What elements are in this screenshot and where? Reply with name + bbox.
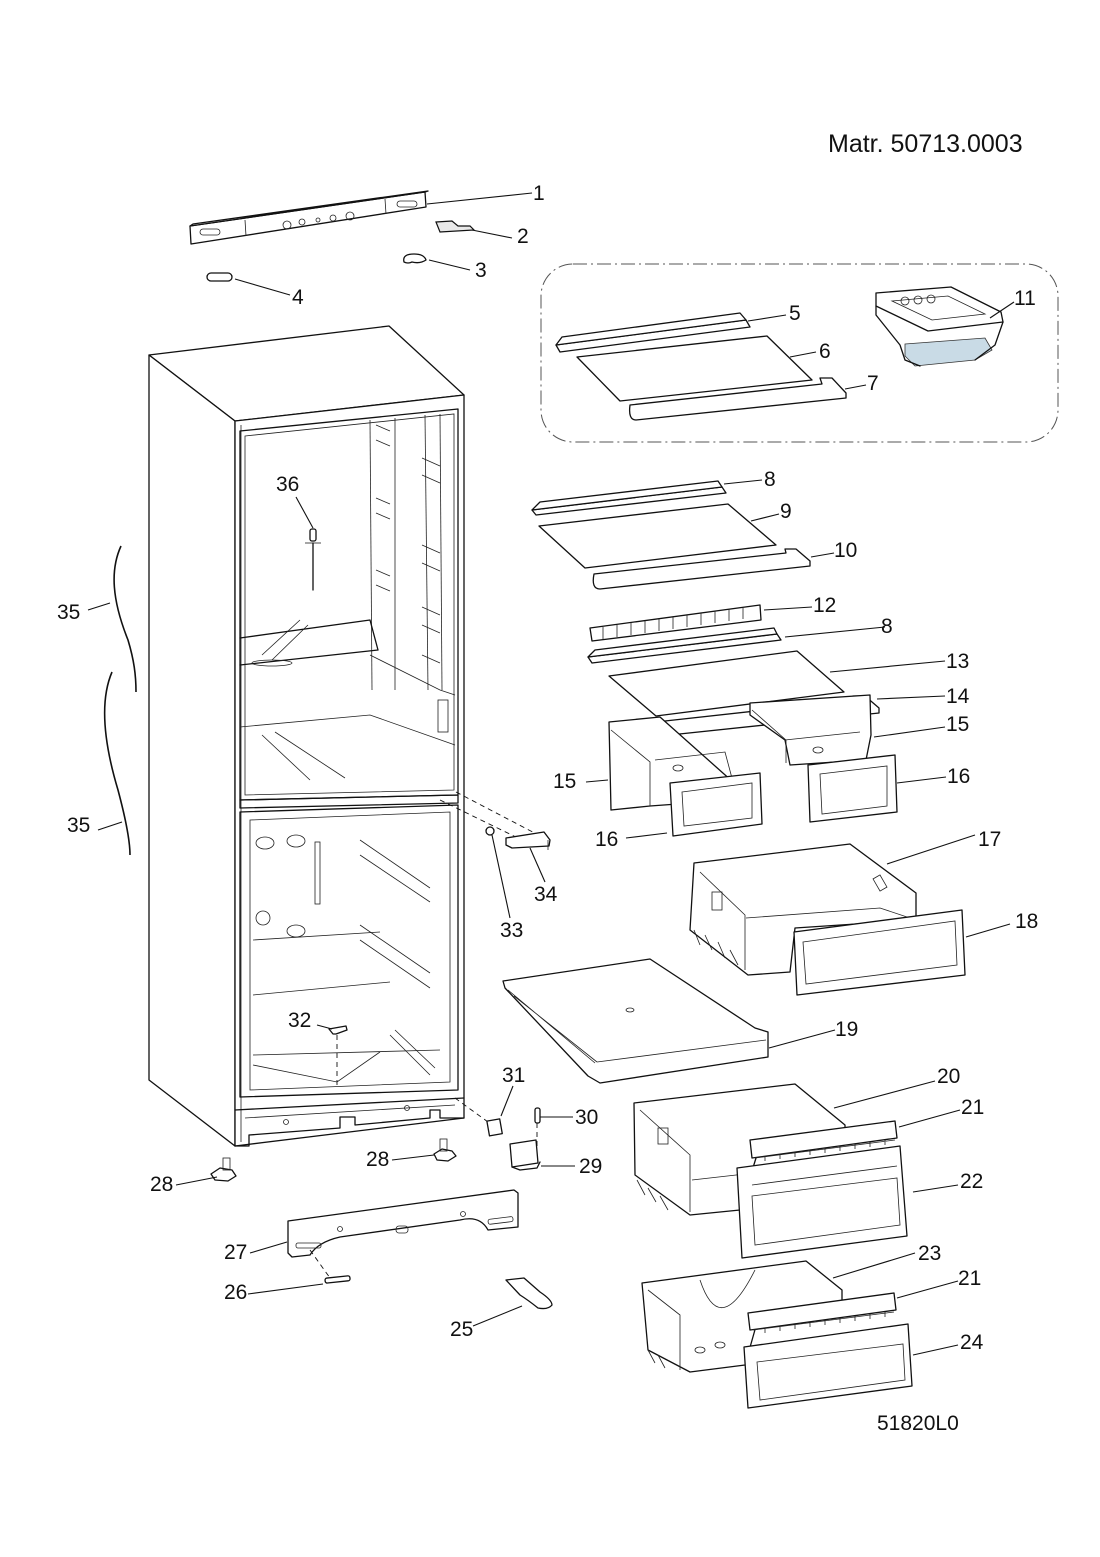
drawing-code: 51820L0 <box>877 1412 959 1435</box>
callout-21-lower: 21 <box>958 1267 981 1290</box>
callout-28-front: 28 <box>366 1148 389 1171</box>
part-freezer-drawer-middle-front <box>736 1145 908 1259</box>
part-plinth-kickplate <box>287 1189 519 1258</box>
callout-31: 31 <box>502 1064 525 1087</box>
part-crisper-front-left <box>669 772 763 837</box>
part-top-bracket <box>435 220 476 233</box>
callout-9: 9 <box>780 500 792 523</box>
callout-7: 7 <box>867 372 879 395</box>
leader-lines <box>87 192 1015 1356</box>
part-cap-oval <box>206 272 233 282</box>
callout-14: 14 <box>946 685 970 708</box>
callout-21-upper: 21 <box>961 1096 984 1119</box>
callout-8-lower: 8 <box>881 615 893 638</box>
part-shelf-rear-trim-optional <box>555 312 751 353</box>
callout-35-upper: 35 <box>57 601 80 624</box>
callout-13: 13 <box>946 650 969 673</box>
part-shelf-front-trim-optional <box>628 377 847 421</box>
part-hinge-pin <box>534 1107 541 1148</box>
part-washer <box>485 826 495 836</box>
part-drawer-handle-lower <box>747 1292 897 1333</box>
part-middle-hinge <box>505 831 551 850</box>
part-crisper-cover-glass <box>608 650 845 717</box>
part-freezer-drawer-middle <box>633 1083 846 1216</box>
part-hinge-spacer <box>486 1118 503 1137</box>
callout-36: 36 <box>276 473 299 496</box>
callout-28-rear: 28 <box>150 1173 173 1196</box>
part-freezer-drawer-upper <box>689 843 917 976</box>
callout-2: 2 <box>517 225 529 248</box>
callout-5: 5 <box>789 302 801 325</box>
callout-8-upper: 8 <box>764 468 776 491</box>
callout-19: 19 <box>835 1018 858 1041</box>
part-door-gasket-strip-upper <box>113 545 137 693</box>
callout-12: 12 <box>813 594 836 617</box>
callout-20: 20 <box>937 1065 960 1088</box>
callout-1: 1 <box>533 182 545 205</box>
callout-15-left: 15 <box>553 770 576 793</box>
callout-labels: 1 2 3 4 5 6 7 8 8 9 10 11 12 13 14 15 15… <box>57 182 1038 1354</box>
callout-15-right: 15 <box>946 713 969 736</box>
callout-34: 34 <box>534 883 558 906</box>
material-number: Matr. 50713.0003 <box>828 130 1023 158</box>
callout-4: 4 <box>292 286 304 309</box>
callout-24: 24 <box>960 1331 984 1354</box>
callout-32: 32 <box>288 1009 311 1032</box>
callout-23: 23 <box>918 1242 941 1265</box>
part-ice-scoop <box>505 1277 553 1310</box>
part-glass-shelf <box>538 503 777 569</box>
callout-27: 27 <box>224 1241 247 1264</box>
part-door-gasket-strip-lower <box>103 671 131 856</box>
part-cabinet <box>148 325 465 1147</box>
optional-parts-boundary <box>540 263 1059 443</box>
callout-18: 18 <box>1015 910 1038 933</box>
callout-11: 11 <box>1014 287 1036 310</box>
callout-26: 26 <box>224 1281 247 1304</box>
callout-29: 29 <box>579 1155 602 1178</box>
callout-30: 30 <box>575 1106 598 1129</box>
part-adjustable-foot-rear <box>210 1157 237 1182</box>
part-crisper-drawer-right <box>749 694 872 766</box>
callout-25: 25 <box>450 1318 473 1341</box>
part-drawer-handle-upper <box>749 1120 898 1161</box>
part-lower-hinge-bracket <box>509 1139 541 1171</box>
callout-16-right: 16 <box>947 765 970 788</box>
callout-6: 6 <box>819 340 831 363</box>
part-vent-grille <box>589 604 762 642</box>
part-shelf-rear-trim-lower <box>587 627 782 664</box>
callout-22: 22 <box>960 1170 983 1193</box>
part-shelf-front-trim <box>592 548 811 590</box>
callout-10: 10 <box>834 539 857 562</box>
part-freezer-drawer-lower-front <box>743 1323 913 1409</box>
part-crisper-front-right <box>807 754 898 823</box>
part-freezer-shelf <box>502 958 769 1084</box>
callout-35-lower: 35 <box>67 814 90 837</box>
part-glass-shelf-optional <box>576 335 813 402</box>
callout-3: 3 <box>475 259 487 282</box>
part-cap-curved <box>403 253 427 264</box>
part-egg-tray <box>875 286 1004 367</box>
part-adjustable-foot-front <box>433 1138 457 1162</box>
part-temperature-probe <box>305 528 321 591</box>
part-plinth-clip <box>324 1275 351 1284</box>
part-top-control-panel <box>189 190 429 245</box>
part-shelf-rear-trim-upper <box>531 480 727 516</box>
callout-17: 17 <box>978 828 1001 851</box>
part-drain-plug <box>328 1025 348 1085</box>
part-freezer-drawer-upper-front <box>793 909 966 996</box>
callout-16-left: 16 <box>595 828 618 851</box>
callout-33: 33 <box>500 919 523 942</box>
